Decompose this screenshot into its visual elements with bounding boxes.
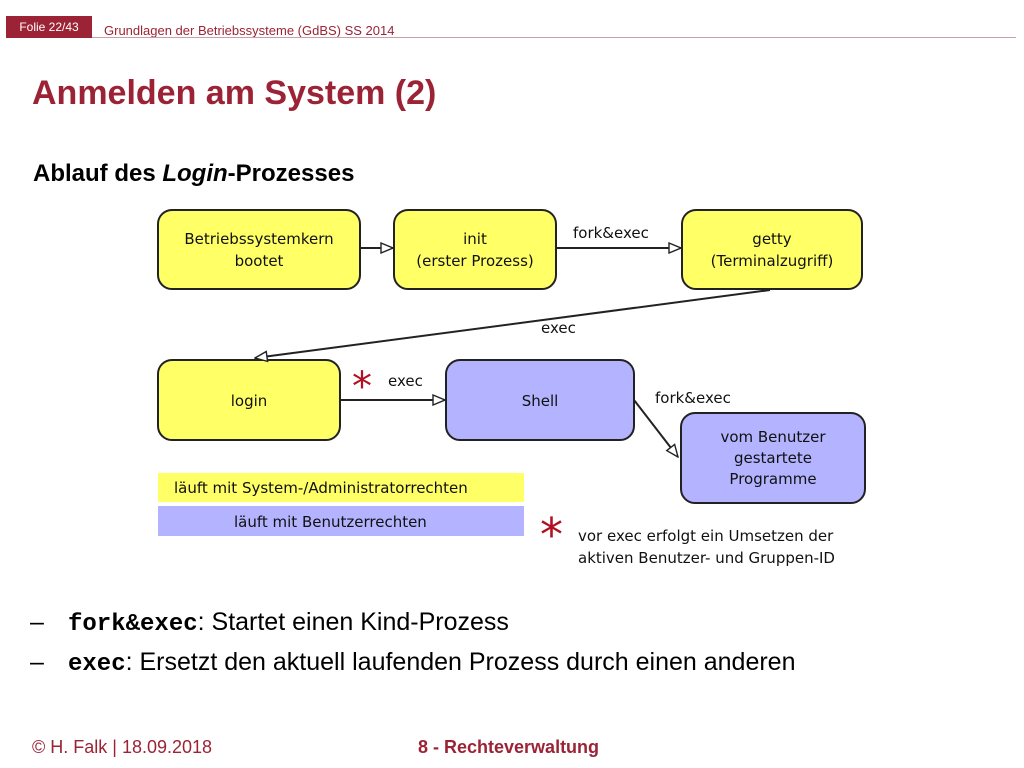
bullet-dash: –: [30, 648, 44, 676]
bullet-dash: –: [30, 608, 44, 636]
node-getty-line1: getty: [752, 230, 792, 248]
bullet-text: : Ersetzt den aktuell laufenden Prozess …: [125, 648, 796, 676]
node-init-line2: (erster Prozess): [416, 252, 534, 270]
node-init: init (erster Prozess): [393, 209, 557, 290]
footnote-line2: aktiven Benutzer- und Gruppen-ID: [578, 549, 835, 567]
node-programs-line3: Programme: [729, 470, 816, 488]
edge-label-getty-login: exec: [541, 319, 576, 337]
node-kern: Betriebssystemkern bootet: [157, 209, 361, 290]
bullet-text: : Startet einen Kind-Prozess: [197, 608, 509, 636]
header-divider: [92, 37, 1016, 38]
subtitle-italic: Login: [162, 160, 228, 187]
edge-shell-programs: [633, 399, 678, 457]
edge-getty-login: [255, 289, 771, 358]
node-getty: getty (Terminalzugriff): [681, 209, 863, 290]
subtitle-prefix: Ablauf des: [33, 160, 163, 187]
node-getty-line2: (Terminalzugriff): [711, 252, 834, 270]
slide-number-tag: Folie 22/43: [6, 16, 92, 38]
edge-label-login-shell: exec: [388, 372, 423, 390]
footnote-star-icon: *: [540, 508, 563, 562]
node-login-line1: login: [231, 392, 268, 410]
footer-chapter: 8 - Rechteverwaltung: [418, 737, 600, 757]
legend-admin: läuft mit System-/Administratorrechten: [158, 473, 524, 502]
node-init-line1: init: [463, 230, 487, 248]
subtitle-suffix: -Prozesses: [227, 160, 355, 187]
login-process-diagram: Betriebssystemkern bootet init (erster P…: [157, 209, 866, 567]
node-programs-line2: gestartete: [734, 449, 812, 467]
footnote-line1: vor exec erfolgt ein Umsetzen der: [578, 527, 834, 545]
bullet-code: exec: [68, 651, 126, 678]
edge-login-shell-star-icon: *: [352, 364, 372, 410]
legend-user-label: läuft mit Benutzerrechten: [234, 513, 427, 531]
node-programs-line1: vom Benutzer: [720, 428, 826, 446]
course-title: Grundlagen der Betriebssysteme (GdBS) SS…: [104, 23, 395, 38]
bullet-content: fork&exec: Startet einen Kind-Prozess: [68, 606, 509, 641]
edge-label-init-getty: fork&exec: [573, 224, 649, 242]
footer-author-date: © H. Falk | 18.09.2018: [32, 737, 213, 757]
node-kern-line2: bootet: [235, 252, 284, 270]
bullet-code: fork&exec: [68, 611, 198, 638]
edge-label-shell-programs: fork&exec: [655, 389, 731, 407]
legend-admin-label: läuft mit System-/Administratorrechten: [174, 479, 468, 497]
bullet-content: exec: Ersetzt den aktuell laufenden Proz…: [68, 646, 795, 681]
slide-subtitle: Ablauf des Login-Prozesses: [33, 160, 354, 188]
node-login: login: [157, 359, 341, 441]
node-shell: Shell: [445, 359, 635, 441]
node-kern-line1: Betriebssystemkern: [184, 230, 333, 248]
legend-user: läuft mit Benutzerrechten: [158, 506, 524, 536]
slide-title: Anmelden am System (2): [32, 74, 437, 112]
node-programs: vom Benutzer gestartete Programme: [680, 412, 866, 504]
node-shell-line1: Shell: [522, 392, 559, 410]
